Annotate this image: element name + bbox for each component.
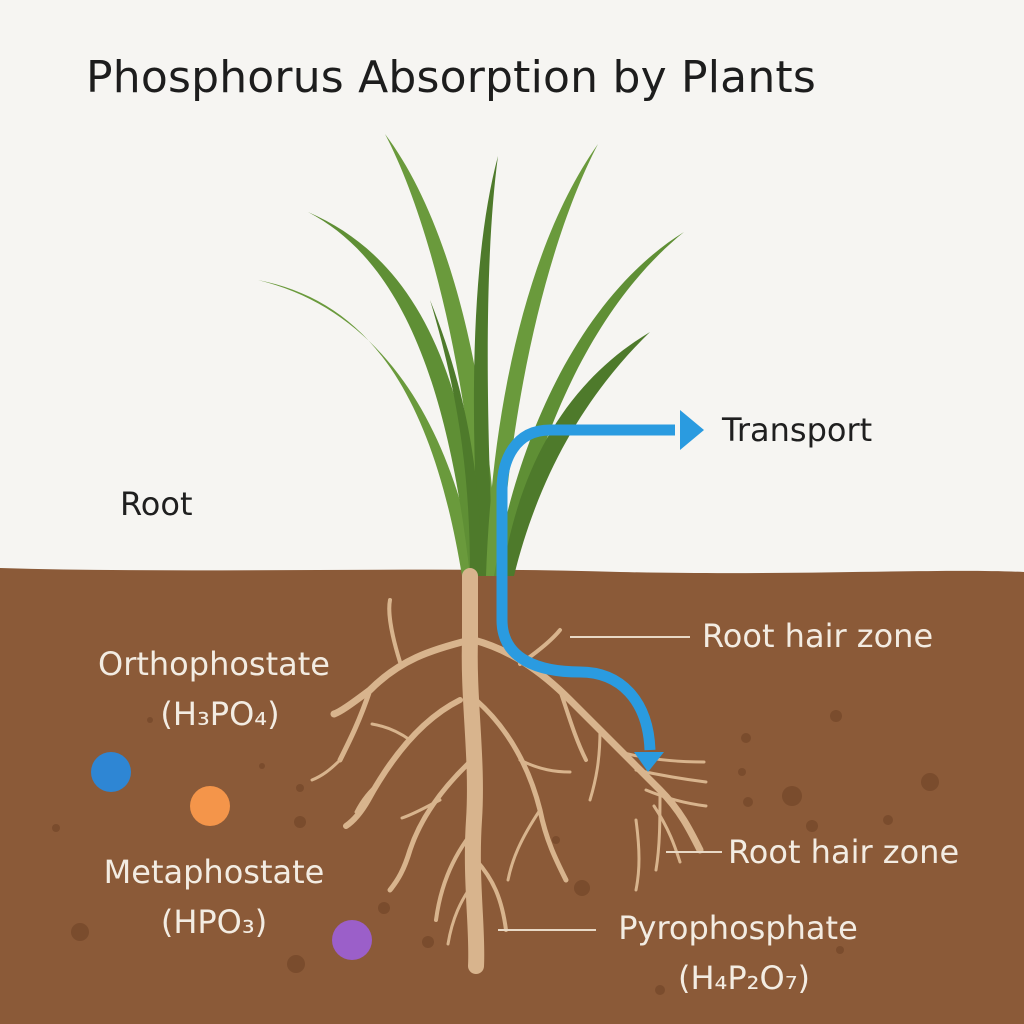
plant-leaves — [258, 134, 684, 576]
leaf — [308, 212, 484, 576]
label-metaphosphate-name: Metaphostate — [103, 853, 325, 891]
label-pyrophosphate-name: Pyrophosphate — [618, 909, 858, 947]
transport-arrow — [496, 410, 704, 772]
plant-roots — [310, 568, 708, 974]
diagram-title: Phosphorus Absorption by Plants — [86, 52, 816, 103]
label-metaphosphate-formula: (HPO₃) — [160, 903, 268, 941]
orthophosphate-dot — [91, 752, 131, 792]
metaphosphate-dot — [190, 786, 230, 826]
arrow-head-right — [680, 410, 704, 450]
label-transport: Transport — [722, 411, 873, 449]
soil-layer — [0, 568, 1024, 1024]
label-orthophosphate-name: Orthophostate — [98, 645, 330, 683]
label-root: Root — [120, 485, 193, 523]
leader-lines — [498, 636, 722, 931]
leaf — [473, 156, 498, 576]
soil-particles — [52, 710, 939, 995]
leaf — [502, 332, 650, 576]
label-root-hair-zone-2: Root hair zone — [728, 833, 960, 871]
pyrophosphate-dot — [332, 920, 372, 960]
label-orthophosphate-formula: (H₃PO₄) — [160, 695, 280, 733]
arrow-head-down — [634, 752, 664, 772]
leaf — [430, 300, 482, 576]
label-pyrophosphate-formula: (H₄P₂O₇) — [678, 959, 810, 997]
label-root-hair-zone-1: Root hair zone — [702, 617, 934, 655]
